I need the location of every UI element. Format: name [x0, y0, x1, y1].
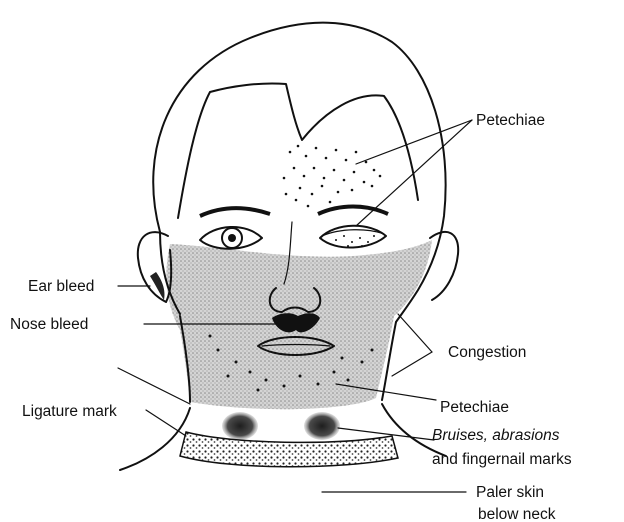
ligature-mark-band [180, 432, 398, 467]
label-paler-line2: below neck [478, 506, 556, 522]
label-congestion: Congestion [448, 344, 526, 361]
label-bruises-line1: Bruises, abrasions [432, 427, 560, 444]
left-eyebrow [200, 208, 270, 216]
label-bruises-line2: and fingernail marks [432, 451, 572, 468]
label-petechiae-eyes: Petechiae [476, 112, 545, 129]
forehead-petechiae [283, 145, 382, 208]
right-ear [430, 232, 458, 300]
right-eyebrow [318, 207, 388, 215]
hairline [178, 83, 418, 218]
label-nose-bleed: Nose bleed [10, 316, 88, 333]
bruise-right [304, 412, 340, 440]
label-ear-bleed: Ear bleed [28, 278, 94, 295]
left-pupil [228, 234, 236, 242]
right-eye [320, 226, 386, 248]
label-paler-line1: Paler skin [476, 484, 544, 501]
bruise-left [222, 412, 258, 440]
label-ligature-mark: Ligature mark [22, 403, 117, 420]
shoulder-left [120, 408, 190, 470]
label-petechiae-face: Petechiae [440, 399, 509, 416]
left-ear [138, 232, 171, 302]
